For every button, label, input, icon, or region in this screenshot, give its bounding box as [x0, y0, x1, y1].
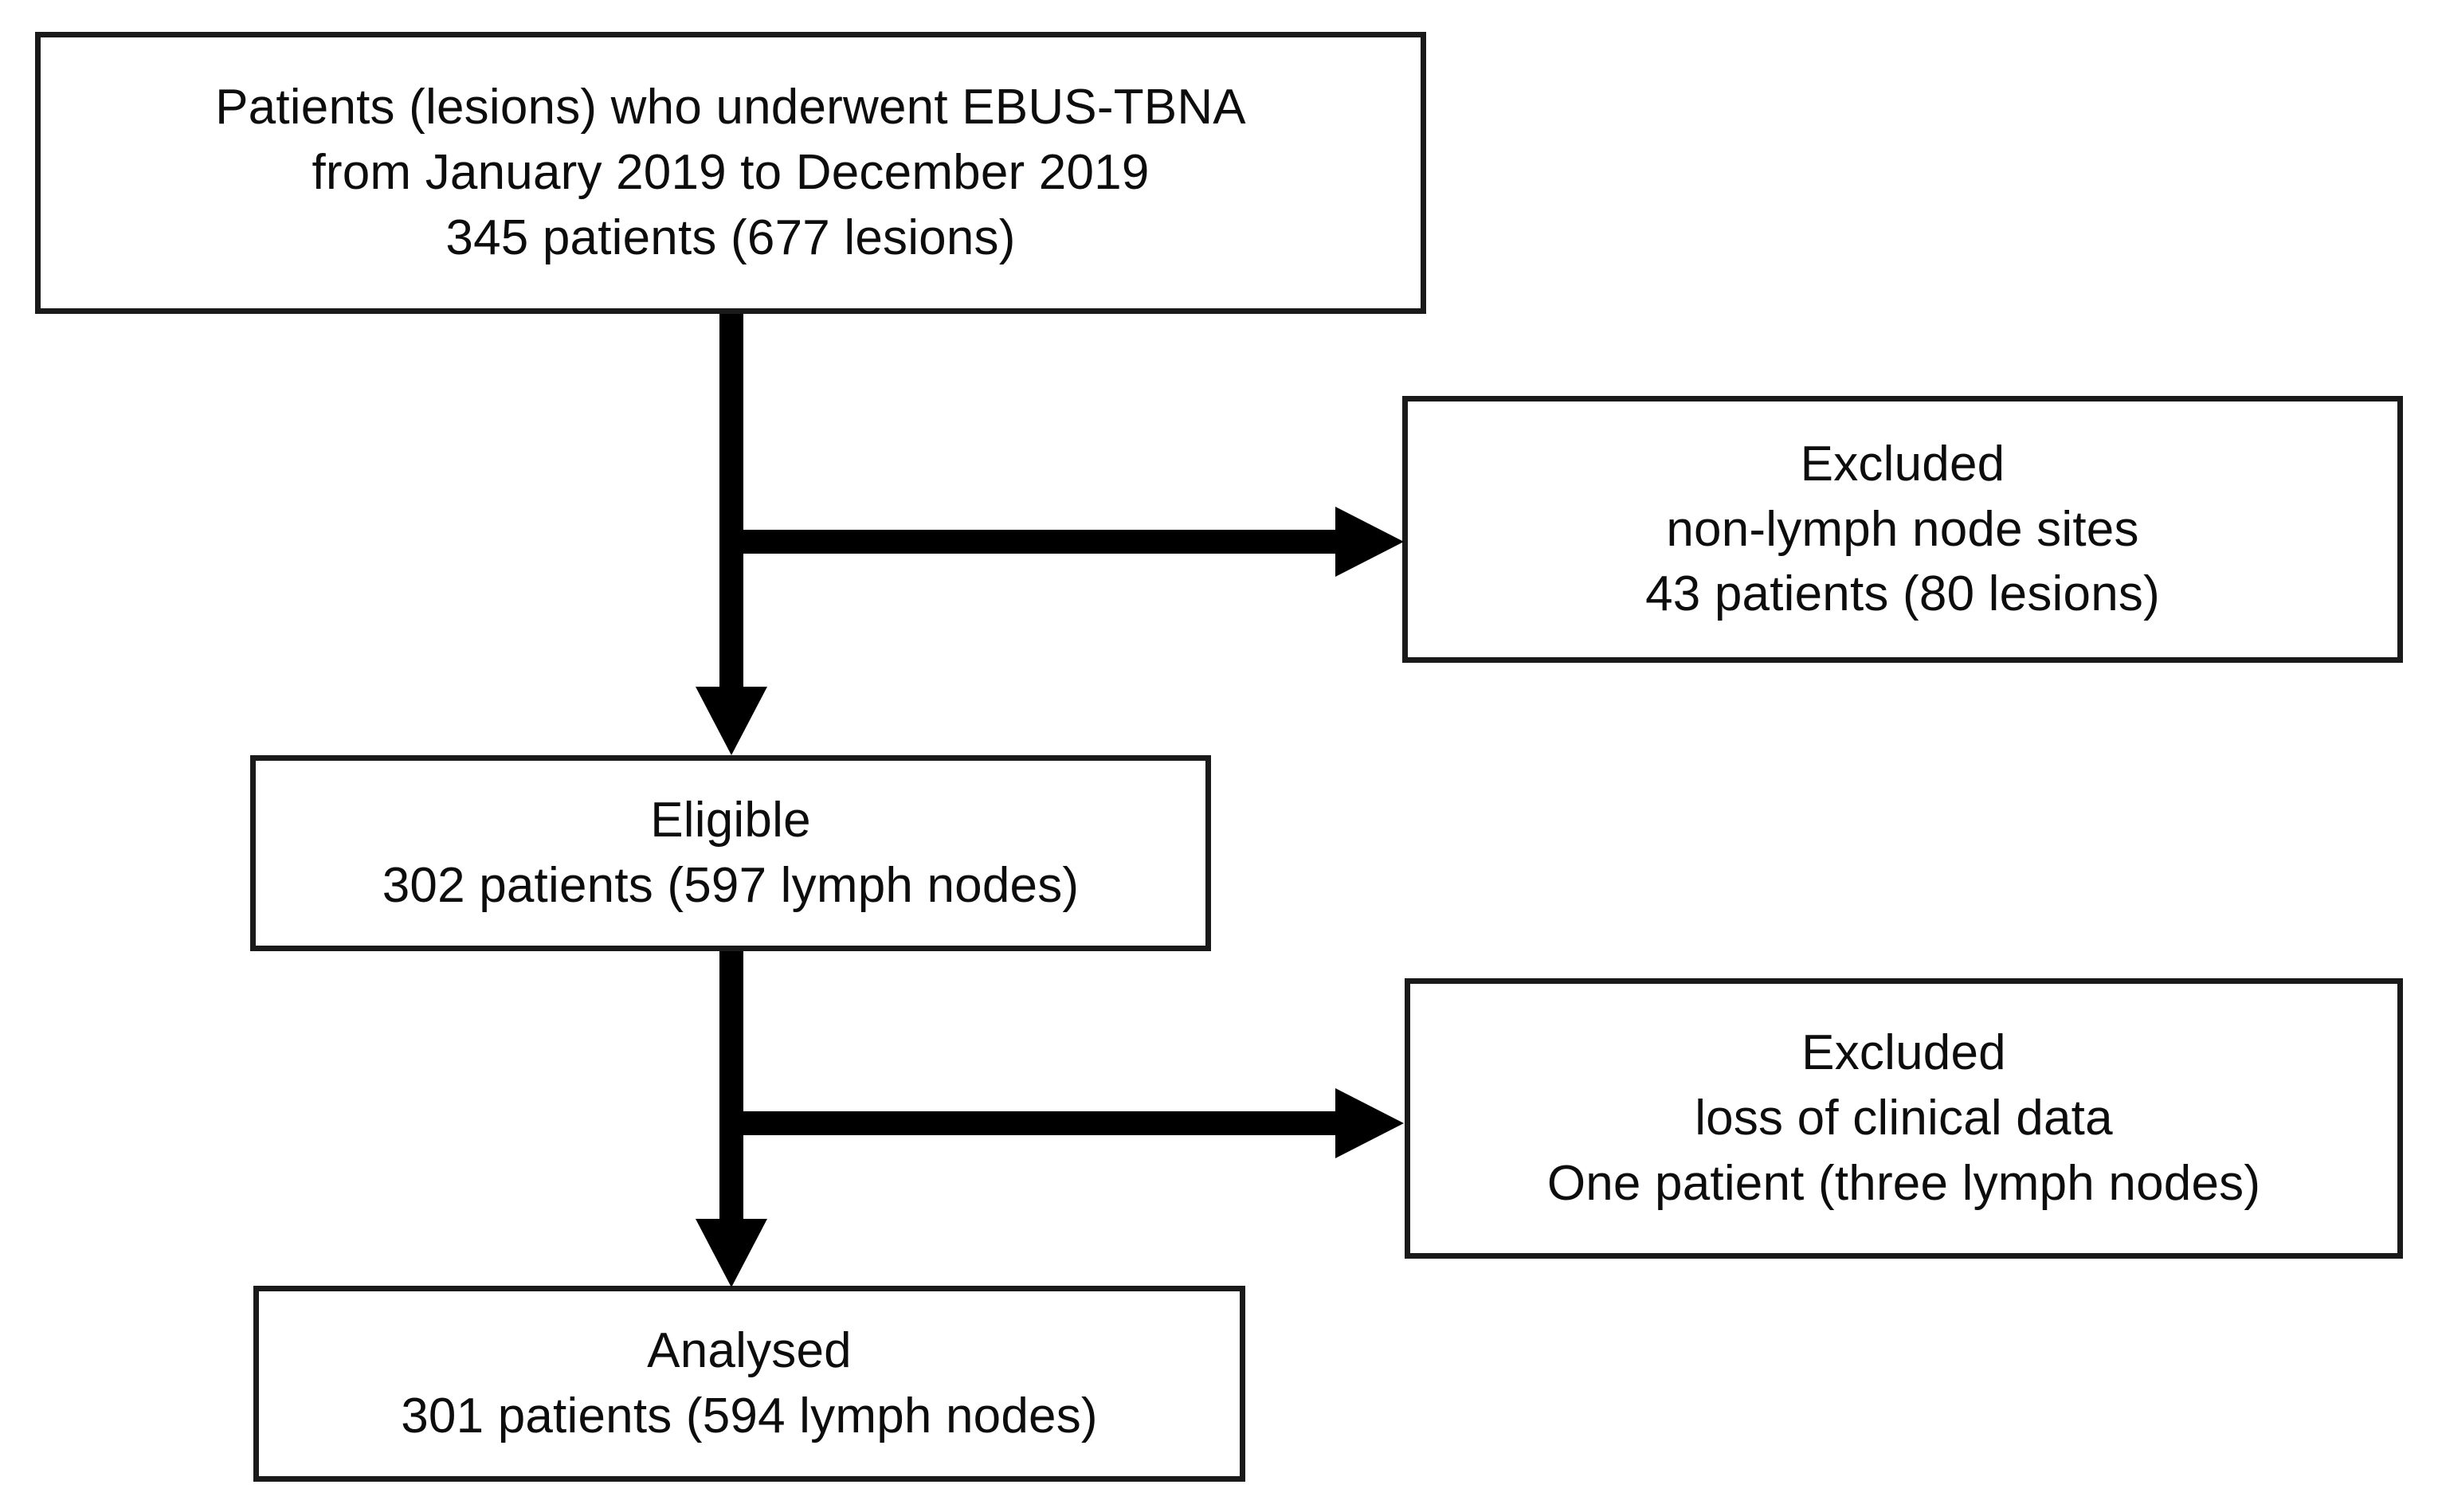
enrollment-line-2: from January 2019 to December 2019 — [312, 145, 1150, 201]
eligible-box: Eligible 302 patients (597 lymph nodes) — [250, 755, 1211, 951]
eligible-line-1: Eligible — [650, 793, 811, 848]
arrow-shaft-horizontal-icon — [731, 1111, 1345, 1135]
excluded-2-line-2: loss of clinical data — [1695, 1091, 2113, 1146]
enrollment-line-3: 345 patients (677 lesions) — [445, 210, 1016, 265]
excluded-1-line-1: Excluded — [1800, 436, 2005, 492]
analysed-line-1: Analysed — [647, 1323, 852, 1379]
arrow-shaft-horizontal-icon — [731, 530, 1345, 554]
arrowhead-right-icon — [1335, 1088, 1404, 1158]
excluded-1-line-3: 43 patients (80 lesions) — [1645, 566, 2160, 622]
arrowhead-down-icon — [696, 687, 767, 755]
excluded-box-1: Excluded non-lymph node sites 43 patient… — [1402, 396, 2403, 663]
enrollment-box: Patients (lesions) who underwent EBUS-TB… — [35, 32, 1426, 314]
arrow-shaft-vertical-icon — [719, 314, 743, 690]
excluded-2-line-1: Excluded — [1801, 1025, 2006, 1081]
eligible-line-2: 302 patients (597 lymph nodes) — [382, 858, 1080, 913]
enrollment-line-1: Patients (lesions) who underwent EBUS-TB… — [215, 80, 1246, 135]
analysed-box: Analysed 301 patients (594 lymph nodes) — [253, 1286, 1245, 1482]
arrowhead-right-icon — [1335, 507, 1404, 577]
excluded-2-line-3: One patient (three lymph nodes) — [1546, 1155, 2261, 1211]
arrow-shaft-vertical-icon — [719, 951, 743, 1222]
analysed-line-2: 301 patients (594 lymph nodes) — [401, 1389, 1098, 1443]
arrowhead-down-icon — [696, 1219, 767, 1287]
excluded-box-2: Excluded loss of clinical data One patie… — [1405, 978, 2403, 1259]
excluded-1-line-2: non-lymph node sites — [1666, 501, 2139, 557]
